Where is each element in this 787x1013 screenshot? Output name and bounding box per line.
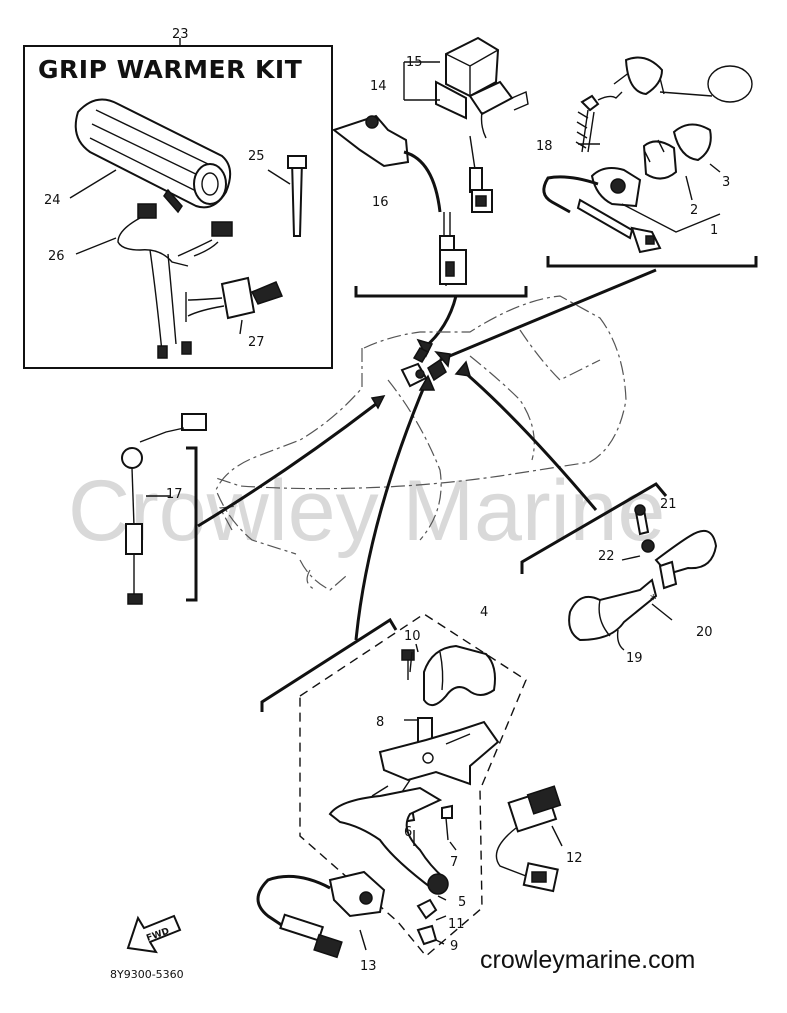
- part-19-22-horn: *: [568, 504, 718, 642]
- callout-16: 16: [372, 195, 389, 210]
- callout-23: 23: [172, 27, 189, 42]
- callout-19: 19: [626, 651, 643, 666]
- bracket-horn: [520, 482, 668, 574]
- callout-4: 4: [480, 605, 488, 620]
- leader-17: [197, 402, 377, 528]
- part-25-cable-tie: [287, 155, 307, 237]
- part-4-cover: [423, 644, 496, 707]
- handlebar-mount-point: [400, 347, 447, 388]
- callout-20: 20: [696, 625, 713, 640]
- part-12-connector: [495, 785, 562, 893]
- callout-17: 17: [166, 487, 183, 502]
- bracket-brake: [260, 617, 398, 712]
- drawing-code: 8Y9300-5360: [110, 968, 184, 981]
- callout-13: 13: [360, 959, 377, 974]
- callout-11: 11: [448, 917, 465, 932]
- callout-7: 7: [450, 855, 458, 870]
- svg-text:*: *: [650, 593, 657, 608]
- leader-ignition: [439, 268, 657, 362]
- callout-18: 18: [536, 139, 553, 154]
- callout-1: 1: [710, 223, 718, 238]
- bracket-17: [186, 446, 198, 602]
- callout-labels: 1 2 3 4 5 6 7 8 9 10 11 12 13 14 15 16 1…: [44, 27, 730, 974]
- callout-2: 2: [690, 203, 698, 218]
- part-10-screw: [401, 649, 415, 680]
- callout-24: 24: [44, 193, 61, 208]
- part-26-wire-harness: [117, 203, 233, 359]
- callout-8: 8: [376, 715, 384, 730]
- callout-10: 10: [404, 629, 421, 644]
- part-bracket-plate: [378, 720, 500, 786]
- callout-22: 22: [598, 549, 615, 564]
- callout-14: 14: [370, 79, 387, 94]
- part-14-15-relay: [403, 36, 529, 139]
- leader-brake: [354, 381, 428, 641]
- kit-title: GRIP WARMER KIT: [38, 55, 302, 84]
- fwd-arrow-icon: FWD: [126, 914, 182, 954]
- part-27-switch: [185, 276, 284, 322]
- part-13-brake-switch: [256, 870, 386, 959]
- part-5-brake-lever: [328, 779, 449, 895]
- callout-21: 21: [660, 497, 677, 512]
- callout-25: 25: [248, 149, 265, 164]
- callout-5: 5: [458, 895, 466, 910]
- part-16-throttle-switch: [331, 114, 493, 286]
- callout-26: 26: [48, 249, 65, 264]
- callout-27: 27: [248, 335, 265, 350]
- part-24-grip: [74, 98, 232, 214]
- callout-3: 3: [722, 175, 730, 190]
- callout-15: 15: [406, 55, 423, 70]
- callout-9: 9: [450, 939, 458, 954]
- grip-warmer-kit-panel: GRIP WARMER KIT: [23, 38, 333, 369]
- leader-horn: [461, 368, 598, 511]
- callout-12: 12: [566, 851, 583, 866]
- assembly-outline-4: [299, 613, 527, 957]
- site-label: crowleymarine.com: [480, 946, 695, 974]
- callout-6: 6: [404, 825, 412, 840]
- leader-16: [423, 295, 458, 350]
- bracket-16: [354, 286, 528, 298]
- bracket-ignition: [546, 256, 758, 268]
- part-9-11-nuts: [416, 898, 438, 946]
- watermark: Crowley Marine: [68, 463, 665, 559]
- part-17-hand-warmer-switch: [121, 413, 207, 605]
- part-1-2-3-18-ignition-switch: [542, 56, 753, 254]
